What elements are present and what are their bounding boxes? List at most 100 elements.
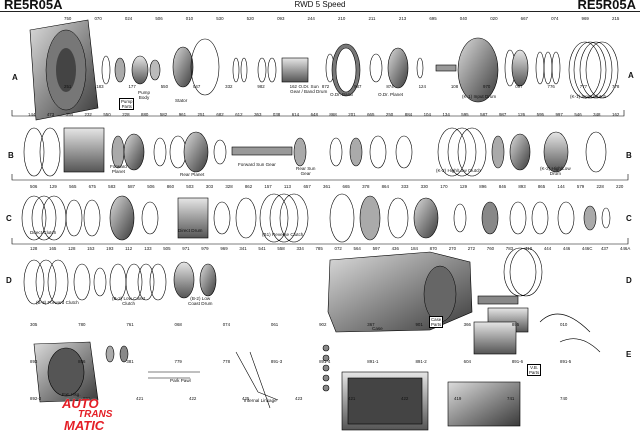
part-number-305: 305: [30, 322, 38, 327]
row-e-parts: [33, 321, 521, 431]
part-number-074: 074: [222, 322, 231, 327]
vb-parts-label: V.B. Parts: [527, 364, 542, 376]
part-number-228: 228: [596, 184, 604, 189]
part-number-421: 421: [348, 396, 356, 401]
part-number-891-6: 891-6: [511, 359, 524, 364]
part-number-550: 550: [160, 84, 169, 89]
part-number-215: 215: [612, 16, 620, 21]
part-number-604: 604: [463, 359, 471, 364]
part-number-332: 332: [225, 84, 233, 89]
part-number-667: 667: [520, 16, 528, 21]
part-number-228: 228: [122, 112, 130, 117]
part-number-872: 872: [321, 84, 330, 89]
k1-input-clutch-label: (K-1) Input Clutch: [570, 94, 606, 99]
part-number-891-2: 891-2: [415, 359, 427, 364]
row-letter-b: B: [8, 151, 14, 160]
part-number-961: 961: [178, 112, 187, 117]
row-letter-c-right: C: [626, 214, 632, 223]
part-number-779: 779: [174, 359, 182, 364]
part-number-444: 444: [543, 246, 552, 251]
k2-high-low-drum-label: (K-2) High/Low Drum: [540, 166, 571, 176]
part-number-144: 144: [28, 112, 36, 117]
part-number-987: 987: [354, 84, 362, 89]
rear-sun-gear-label: Rear Sun Gear: [296, 166, 316, 176]
b2-low-coast-drum-label: (B-2) Low Coast Drum: [188, 296, 213, 306]
part-number-303: 303: [205, 184, 214, 189]
b1-reverse-clutch-label: (B1) Reverse Clutch: [262, 232, 304, 237]
part-number-047: 047: [192, 84, 201, 89]
logo-line-3: MATIC: [64, 418, 105, 433]
part-number-657: 657: [303, 184, 311, 189]
part-number-153: 153: [87, 246, 95, 251]
row-letter-d-right: D: [626, 276, 632, 285]
od-planet-label: O.Dr. Planet: [378, 92, 404, 97]
page-header: RE5R05A RWD 5 Speed RE5R05A: [0, 0, 640, 12]
part-number-361: 361: [323, 184, 331, 189]
part-number-506: 506: [147, 184, 155, 189]
k2-high-low-clutch-label: (K-2) High/Low Clutch: [436, 168, 481, 173]
part-number-363: 363: [254, 112, 262, 117]
part-number-558: 558: [277, 246, 285, 251]
part-number-394: 394: [65, 112, 73, 117]
part-number-381: 381: [126, 359, 134, 364]
part-number-038: 038: [272, 112, 281, 117]
part-number-503: 503: [186, 184, 194, 189]
part-number-595: 595: [461, 112, 469, 117]
part-number-213: 213: [398, 16, 407, 21]
part-number-211: 211: [368, 16, 376, 21]
part-number-157: 157: [264, 184, 272, 189]
part-number-901: 901: [415, 322, 423, 327]
part-number-251: 251: [197, 112, 205, 117]
row-a-rings: [101, 37, 619, 103]
part-number-250: 250: [385, 112, 394, 117]
part-number-437: 437: [600, 246, 609, 251]
part-number-612: 612: [235, 112, 243, 117]
part-number-193: 193: [106, 246, 114, 251]
part-number-184: 184: [410, 246, 418, 251]
part-number-505: 505: [163, 246, 171, 251]
part-number-675: 675: [88, 184, 96, 189]
part-number-564: 564: [353, 246, 361, 251]
part-number-020: 020: [490, 16, 498, 21]
part-number-971: 971: [182, 246, 190, 251]
part-number-893: 893: [518, 184, 526, 189]
part-number-862: 862: [244, 184, 253, 189]
part-number-183: 183: [96, 84, 104, 89]
part-number-074: 074: [551, 16, 559, 21]
stator-label: Stator: [175, 98, 188, 103]
part-number-682: 682: [216, 112, 224, 117]
exploded-parts-diagram: [11, 19, 629, 431]
part-number-870: 870: [429, 246, 437, 251]
part-number-776: 776: [547, 84, 555, 89]
part-number-070: 070: [94, 16, 102, 21]
part-number-741: 741: [507, 396, 515, 401]
part-number-108: 108: [450, 84, 459, 89]
part-number-328: 328: [225, 184, 233, 189]
pump-parts-label: Pump Parts: [119, 98, 135, 110]
part-number-579: 579: [576, 184, 585, 189]
part-number-868: 868: [329, 112, 337, 117]
part-number-891-1: 891-1: [367, 359, 379, 364]
part-number-144: 144: [557, 184, 565, 189]
part-number-891-5: 891-5: [560, 359, 572, 364]
part-number-093: 093: [277, 16, 285, 21]
part-number-846: 846: [498, 184, 507, 189]
part-number-422: 422: [189, 396, 197, 401]
part-number-597: 597: [372, 246, 380, 251]
part-number-565: 565: [69, 184, 77, 189]
part-number-969: 969: [581, 16, 589, 21]
direct-clutch-label: Direct Clutch: [30, 230, 57, 235]
part-number-648: 648: [310, 112, 318, 117]
part-number-112: 112: [125, 246, 133, 251]
k1-input-drum-label: (K-1) Input Drum: [462, 94, 497, 99]
part-number-421: 421: [136, 396, 144, 401]
bell-housing: [29, 19, 99, 121]
part-number-010: 010: [560, 322, 568, 327]
forward-planet-label: Forward Planet: [110, 164, 127, 174]
logo-line-1: AUTO: [62, 396, 99, 411]
case-label: Case: [372, 326, 383, 331]
part-number-244: 244: [307, 16, 315, 21]
row-letter-b-right: B: [626, 151, 632, 160]
row-letter-a: A: [12, 73, 18, 82]
row-letter-e: E: [626, 350, 632, 359]
